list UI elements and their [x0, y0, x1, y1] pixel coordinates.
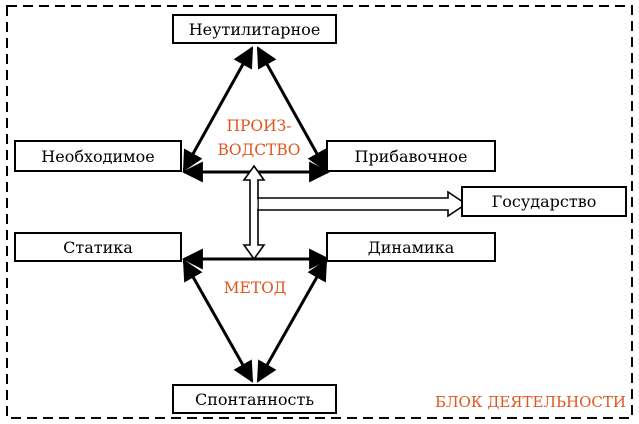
arrow-neutil-neobh	[182, 46, 254, 172]
box-neutilitarnoe: Неутилитарное	[172, 14, 337, 44]
hollow-arrow-to-gosudarstvo	[257, 190, 468, 218]
label-metod: МЕТОД	[223, 279, 287, 297]
box-pribavochnoe: Прибавочное	[326, 140, 496, 172]
box-spontannost-label: Спонтанность	[194, 389, 315, 409]
arrow-junction-cover	[251, 199, 258, 209]
label-proizvodstvo-line2: ВОДСТВО	[217, 141, 301, 159]
box-statika: Статика	[14, 232, 182, 262]
arrow-din-spon	[256, 259, 328, 383]
box-neobhodimoe: Необходимое	[14, 140, 182, 172]
box-pribavochnoe-label: Прибавочное	[354, 146, 468, 166]
box-neobhodimoe-label: Необходимое	[41, 146, 155, 166]
arrow-neutil-prib	[256, 46, 328, 172]
box-dinamika: Динамика	[326, 232, 496, 262]
box-dinamika-label: Динамика	[367, 237, 455, 257]
box-neutilitarnoe-label: Неутилитарное	[188, 19, 321, 39]
box-spontannost: Спонтанность	[172, 384, 337, 414]
box-gosudarstvo: Государство	[461, 186, 627, 217]
box-gosudarstvo-label: Государство	[491, 192, 597, 211]
label-blok-deyatelnosti: БЛОК ДЕЯТЕЛЬНОСТИ	[435, 393, 626, 411]
label-proizvodstvo: ПРОИЗ- ВОДСТВО	[216, 114, 302, 162]
hollow-vertical-double-arrow	[242, 164, 266, 261]
label-proizvodstvo-line1: ПРОИЗ-	[226, 117, 292, 135]
outer-dashed-frame	[6, 5, 633, 419]
box-statika-label: Статика	[63, 237, 133, 257]
arrow-stat-spon	[182, 259, 254, 383]
